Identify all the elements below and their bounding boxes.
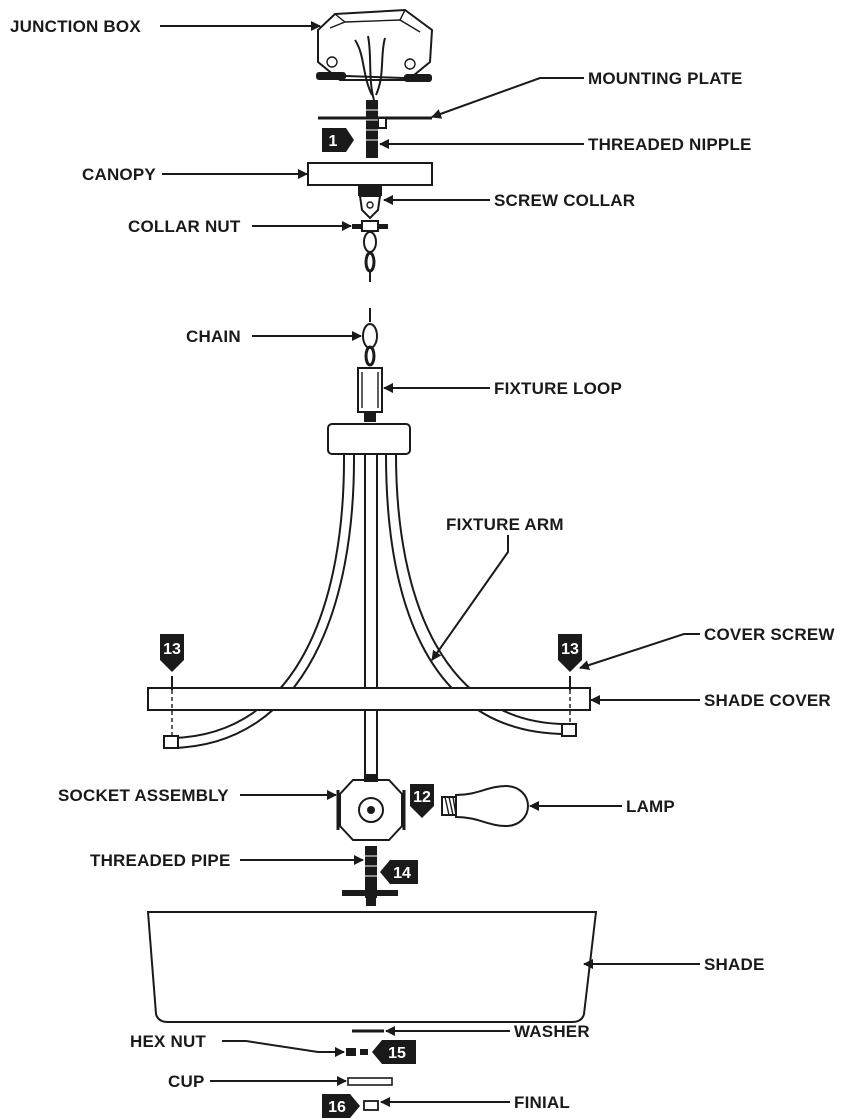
screw-collar [358,186,382,220]
svg-text:12: 12 [413,789,431,806]
step-badge-1: 1 [322,128,354,152]
center-stem [364,454,378,785]
label-collar-nut: COLLAR NUT [128,217,241,236]
svg-text:13: 13 [561,641,579,658]
label-threaded-nipple: THREADED NIPPLE [588,135,752,154]
label-finial: FINIAL [514,1093,570,1112]
svg-text:1: 1 [329,133,338,150]
label-socket-assembly: SOCKET ASSEMBLY [58,786,229,805]
collar-nut [352,220,388,232]
step-badge-15: 15 [372,1040,416,1064]
label-fixture-loop: FIXTURE LOOP [494,379,622,398]
finial [363,1100,379,1111]
leader-fixture-arm [431,535,509,661]
label-shade: SHADE [704,955,765,974]
socket-assembly [336,774,406,841]
step-badge-14: 14 [380,860,418,884]
svg-text:13: 13 [163,641,181,658]
hex-nut [346,1048,368,1056]
step-badge-13-right: 13 [558,634,582,672]
shade [146,911,598,1023]
label-junction-box: JUNCTION BOX [10,17,141,36]
fixture-loop [357,367,383,422]
threaded-nipple [366,100,378,158]
label-threaded-pipe: THREADED PIPE [90,851,231,870]
label-mounting-plate: MOUNTING PLATE [588,69,743,88]
label-canopy: CANOPY [82,165,156,184]
junction-box [316,8,434,101]
label-fixture-arm: FIXTURE ARM [446,515,564,534]
svg-text:14: 14 [393,865,411,882]
cup [347,1077,393,1086]
chain-lower [362,308,378,367]
fixture-arms [163,453,577,749]
leader-hex-nut-2 [245,1040,345,1057]
label-cover-screw: COVER SCREW [704,625,835,644]
svg-text:16: 16 [328,1099,346,1116]
chain-upper [363,231,377,282]
label-cup: CUP [168,1072,205,1091]
label-washer: WASHER [514,1022,590,1041]
leader-mounting-plate [431,77,584,119]
step-badge-13-left: 13 [160,634,184,672]
label-screw-collar: SCREW COLLAR [494,191,635,210]
label-hex-nut: HEX NUT [130,1032,206,1051]
leader-cover-screw [579,633,700,670]
threaded-pipe [342,846,398,906]
step-badge-16: 16 [322,1094,360,1118]
label-shade-cover: SHADE COVER [704,691,831,710]
label-chain: CHAIN [186,327,241,346]
canopy [307,162,433,186]
shade-cover [147,687,591,711]
svg-text:15: 15 [388,1045,406,1062]
fixture-hub [327,423,411,455]
label-lamp: LAMP [626,797,675,816]
step-badge-12: 12 [410,784,434,818]
lamp [441,784,530,828]
